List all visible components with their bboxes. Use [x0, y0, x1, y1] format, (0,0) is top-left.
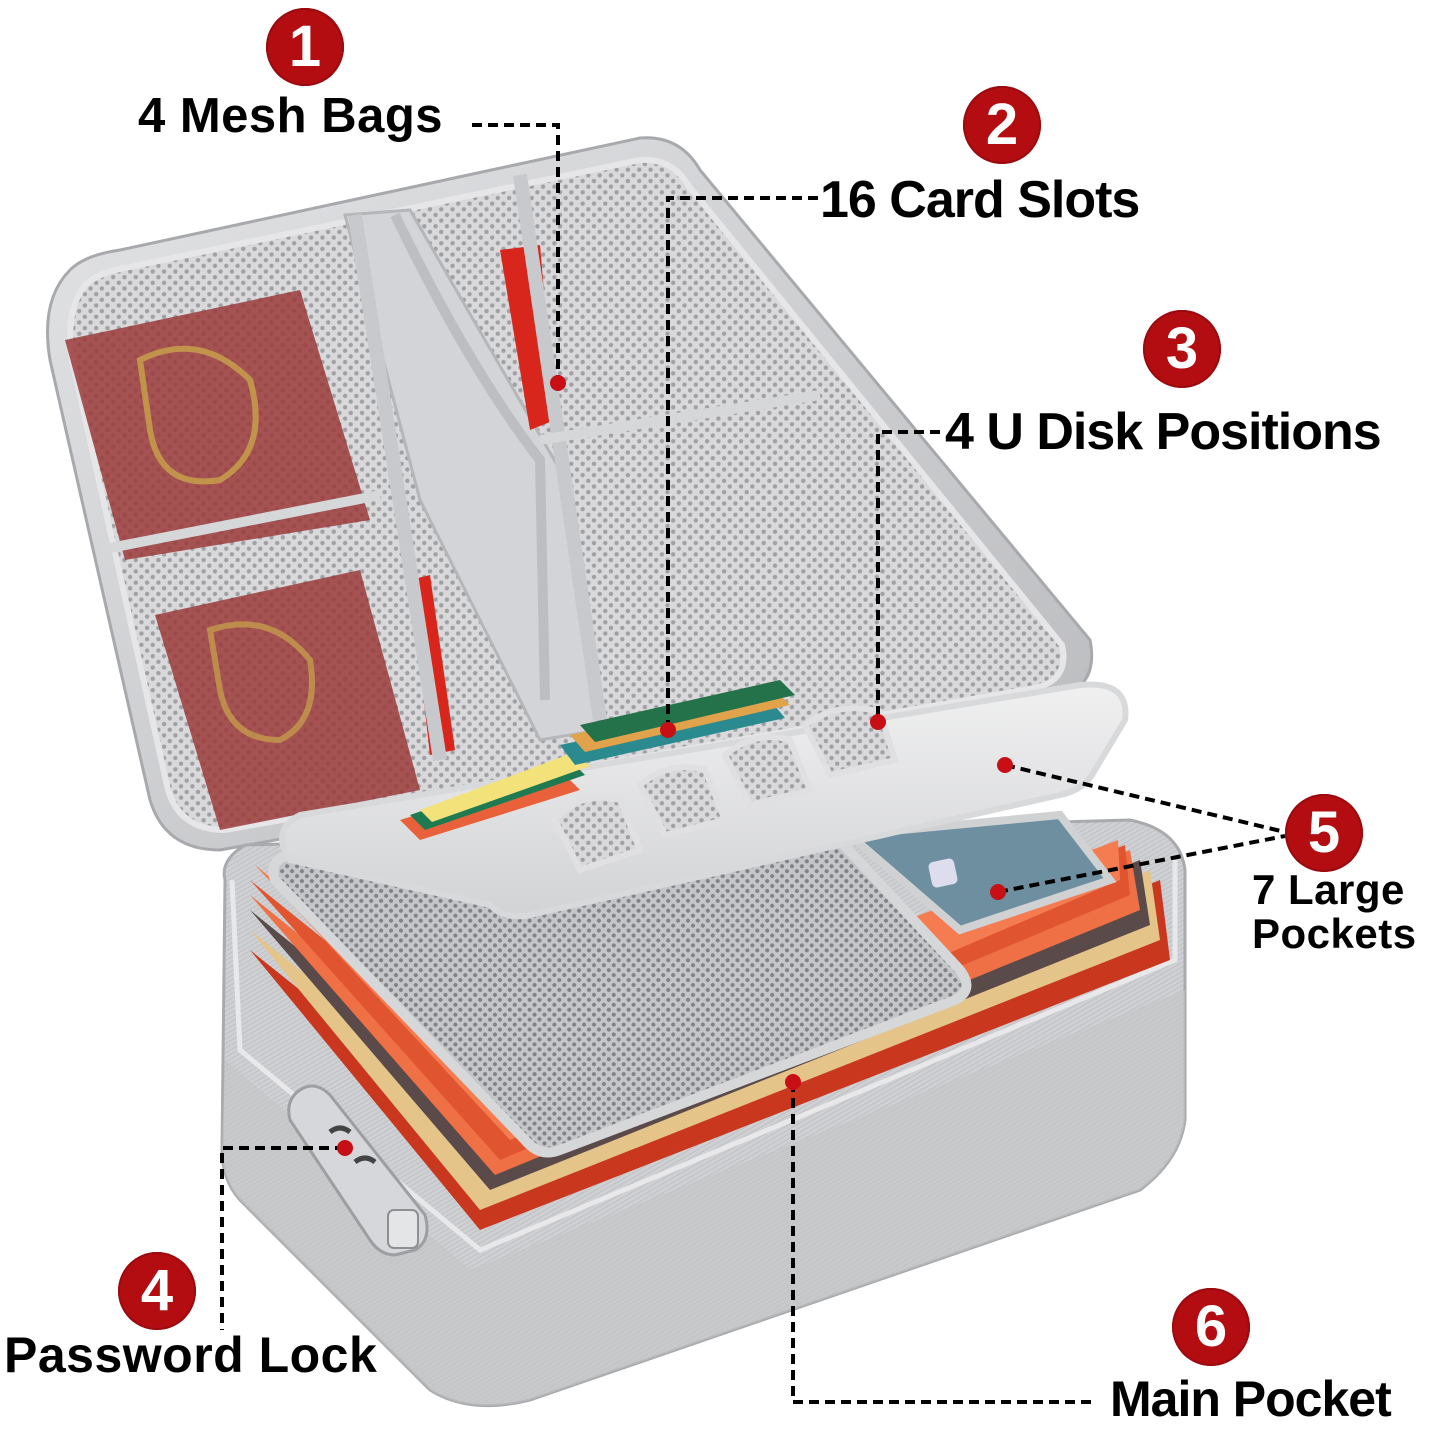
combination-lock	[287, 1084, 429, 1257]
callout-line-5b	[997, 834, 1286, 894]
callout-4-badge: 4	[118, 1252, 196, 1330]
organizer-flap	[279, 680, 1129, 920]
u-disk-positions	[551, 705, 899, 874]
callout-2-label: 16 Card Slots	[820, 171, 1140, 229]
passport-top	[65, 290, 370, 560]
callout-5-label-line2: Pockets	[1252, 910, 1417, 957]
passport-bottom	[155, 570, 420, 830]
callout-5-label: 7 Large Pockets	[1252, 868, 1417, 956]
callout-line-3	[876, 430, 940, 722]
callout-lines	[220, 123, 1286, 1404]
callout-5-label-line1: 7 Large	[1252, 866, 1405, 913]
callout-4-label: Password Lock	[4, 1327, 378, 1383]
callout-line-2	[666, 196, 818, 730]
bag-body	[220, 810, 1187, 1408]
callout-line-1	[472, 123, 560, 383]
callout-6-label: Main Pocket	[1110, 1371, 1392, 1427]
callout-line-6	[791, 1082, 1095, 1404]
callout-line-4	[220, 1146, 345, 1330]
callout-anchor-dots	[337, 375, 1013, 1156]
callout-6-badge: 6	[1172, 1288, 1250, 1366]
bag-lid	[46, 136, 1094, 852]
callout-1-label: 4 Mesh Bags	[138, 89, 444, 143]
callout-1-badge: 1	[266, 8, 344, 86]
callout-3-label: 4 U Disk Positions	[945, 403, 1382, 461]
callout-3-badge: 3	[1143, 310, 1221, 388]
callout-5-badge: 5	[1285, 794, 1363, 872]
callout-2-badge: 2	[963, 86, 1041, 164]
